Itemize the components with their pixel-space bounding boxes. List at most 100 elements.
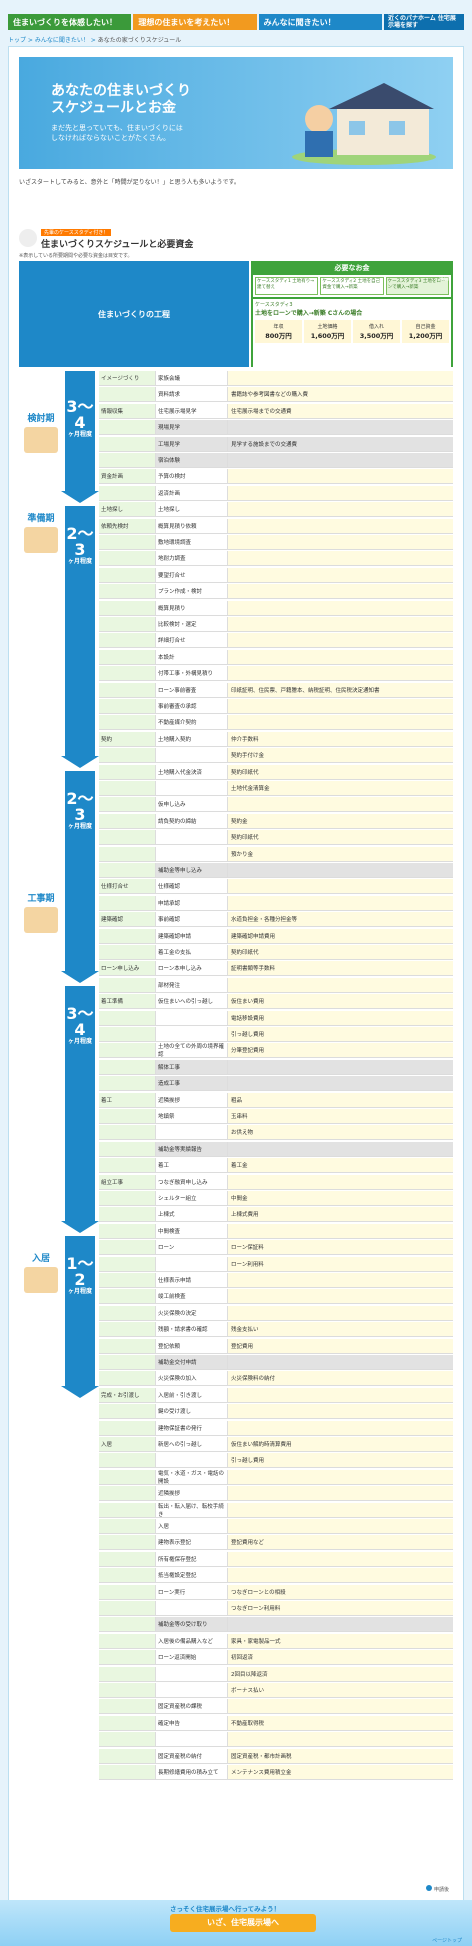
step-cell[interactable]: 抵当権設定登記 xyxy=(155,1568,227,1583)
nav-tab-ideal[interactable]: 理想の住まいを考えたい！ xyxy=(133,14,257,30)
step-cell[interactable]: 要望打合せ xyxy=(155,567,227,582)
step-cell[interactable]: 比較検討・選定 xyxy=(155,617,227,631)
step-cell[interactable]: 土地購入代金決済 xyxy=(155,764,227,779)
step-cell[interactable]: 固定資産税の納付 xyxy=(155,1748,227,1763)
step-cell[interactable]: 現場見学 xyxy=(155,420,227,435)
step-cell[interactable]: 火災保険の加入 xyxy=(155,1371,227,1386)
step-cell[interactable] xyxy=(155,1027,227,1041)
step-cell[interactable] xyxy=(155,1125,227,1140)
nav-find-showroom[interactable]: 近くのパナホーム 住宅展示場を探す xyxy=(383,14,464,30)
step-cell[interactable]: プラン作成・検討 xyxy=(155,584,227,599)
step-cell[interactable]: シェルター組立 xyxy=(155,1191,227,1205)
step-cell[interactable]: 近隣挨拶 xyxy=(155,1486,227,1501)
step-cell[interactable]: 敷地環境調査 xyxy=(155,535,227,549)
step-cell[interactable]: 土地探し xyxy=(155,502,227,517)
step-cell[interactable]: 家族会議 xyxy=(155,371,227,385)
step-cell[interactable]: ローン xyxy=(155,1240,227,1255)
category-cell xyxy=(99,830,155,845)
step-cell[interactable]: 入居 xyxy=(155,1519,227,1533)
step-cell[interactable] xyxy=(155,1601,227,1615)
case-tab-3[interactable]: ケーススタディ3 土地をローンで購入→新築 xyxy=(385,277,449,295)
step-cell[interactable]: 事前確認 xyxy=(155,912,227,927)
step-cell[interactable] xyxy=(155,1666,227,1681)
step-cell[interactable]: 地耐力調査 xyxy=(155,551,227,566)
step-cell[interactable]: 固定資産税の課税 xyxy=(155,1699,227,1714)
step-cell[interactable] xyxy=(155,830,227,845)
step-cell[interactable]: 仮申し込み xyxy=(155,797,227,812)
step-cell[interactable]: 土地購入契約 xyxy=(155,731,227,746)
step-cell[interactable] xyxy=(155,1256,227,1271)
step-cell[interactable]: 宿泊体験 xyxy=(155,453,227,467)
step-cell[interactable]: 転出・転入届け、転校手続き xyxy=(155,1502,227,1518)
step-cell[interactable]: 付帯工事・外構見積り xyxy=(155,666,227,681)
page-top-link[interactable]: ページトップ xyxy=(432,1938,462,1944)
step-cell[interactable]: 登記依頼 xyxy=(155,1338,227,1353)
breadcrumb-top[interactable]: トップ xyxy=(8,37,27,44)
step-cell[interactable] xyxy=(155,748,227,763)
step-cell[interactable]: つなぎ融資申し込み xyxy=(155,1174,227,1189)
step-cell[interactable] xyxy=(155,781,227,795)
step-cell[interactable]: 竣工前検査 xyxy=(155,1289,227,1304)
step-cell[interactable]: ローン返済開始 xyxy=(155,1650,227,1665)
step-cell[interactable]: 火災保険の決定 xyxy=(155,1305,227,1320)
step-cell[interactable]: 予算の検討 xyxy=(155,469,227,484)
step-cell[interactable]: 確定申告 xyxy=(155,1715,227,1730)
step-cell[interactable]: 概算見積り依頼 xyxy=(155,518,227,533)
step-cell[interactable]: 補助金等申し込み xyxy=(155,863,227,877)
step-cell[interactable]: 不動産媒介契約 xyxy=(155,715,227,730)
nav-tab-experience[interactable]: 住まいづくりを体感したい！ xyxy=(8,14,132,30)
step-cell[interactable]: 残額・請求書の確認 xyxy=(155,1322,227,1337)
step-cell[interactable]: 造成工事 xyxy=(155,1076,227,1091)
step-cell[interactable]: 詳細打合せ xyxy=(155,633,227,648)
go-showroom-button[interactable]: いざ、住宅展示場へ xyxy=(170,1914,316,1932)
step-cell[interactable]: 土地の全ての外周の境界確認 xyxy=(155,1043,227,1058)
step-cell[interactable]: 工場見学 xyxy=(155,436,227,451)
step-cell[interactable]: 仕様確認 xyxy=(155,879,227,894)
step-cell[interactable]: 補助金等実績報告 xyxy=(155,1141,227,1156)
step-cell[interactable] xyxy=(155,846,227,861)
step-cell[interactable]: 資料請求 xyxy=(155,387,227,402)
step-cell[interactable]: 入居後の備品購入など xyxy=(155,1633,227,1648)
step-cell[interactable]: 近隣挨拶 xyxy=(155,1092,227,1107)
step-cell[interactable]: 着工金の支払 xyxy=(155,945,227,959)
step-cell[interactable] xyxy=(155,1732,227,1747)
step-cell[interactable]: ローン実行 xyxy=(155,1584,227,1599)
step-cell[interactable]: 申請承認 xyxy=(155,895,227,910)
step-cell[interactable]: 概算見積り xyxy=(155,600,227,615)
step-cell[interactable]: 地鎮祭 xyxy=(155,1109,227,1123)
nav-tab-ask[interactable]: みんなに聞きたい！ xyxy=(258,14,382,30)
table-row: ローン事前審査印紙証明、住民票、戸籍謄本、納税証明、住民税決定通知書 xyxy=(99,682,453,698)
step-cell[interactable]: 所有権保存登記 xyxy=(155,1551,227,1566)
step-cell[interactable] xyxy=(155,1453,227,1468)
step-cell[interactable]: 解体工事 xyxy=(155,1059,227,1074)
step-cell[interactable]: 住宅展示場見学 xyxy=(155,403,227,418)
step-cell[interactable]: 建築確認申請 xyxy=(155,928,227,943)
step-cell[interactable]: 着工 xyxy=(155,1158,227,1173)
step-cell[interactable]: 建物保証書の発行 xyxy=(155,1420,227,1435)
step-cell[interactable]: 補助金等の受け取り xyxy=(155,1617,227,1632)
step-cell[interactable]: 仕様表示申請 xyxy=(155,1273,227,1287)
step-cell[interactable]: 長期修繕費用の積み立て xyxy=(155,1765,227,1779)
step-cell[interactable]: 返済計画 xyxy=(155,485,227,500)
step-cell[interactable]: ローン事前審査 xyxy=(155,682,227,697)
step-cell[interactable]: ローン本申し込み xyxy=(155,961,227,976)
step-cell[interactable]: 中間検査 xyxy=(155,1223,227,1238)
step-cell[interactable]: 本設計 xyxy=(155,649,227,664)
breadcrumb-ask[interactable]: みんなに聞きたい！ xyxy=(34,37,89,44)
case-tab-1[interactable]: ケーススタディ1 土地有り→建て替え xyxy=(255,277,319,295)
step-cell[interactable]: 電気・水道・ガス・電話の開設 xyxy=(155,1469,227,1485)
step-cell[interactable]: 請負契約の締結 xyxy=(155,813,227,828)
step-cell[interactable]: 新居への引っ越し xyxy=(155,1437,227,1451)
step-cell[interactable] xyxy=(155,1010,227,1025)
step-cell[interactable]: 仮住まいへの引っ越し xyxy=(155,994,227,1009)
expand-link[interactable]: 展開 xyxy=(438,276,449,282)
step-cell[interactable]: 建物表示登記 xyxy=(155,1535,227,1550)
step-cell[interactable]: 鍵の受け渡し xyxy=(155,1404,227,1419)
step-cell[interactable]: 入居前・引き渡し xyxy=(155,1387,227,1402)
step-cell[interactable]: 部材発注 xyxy=(155,977,227,992)
step-cell[interactable]: 事前審査の承認 xyxy=(155,699,227,713)
step-cell[interactable] xyxy=(155,1683,227,1697)
step-cell[interactable]: 上棟式 xyxy=(155,1207,227,1222)
step-cell[interactable]: 補助金交付申請 xyxy=(155,1355,227,1369)
case-tab-2[interactable]: ケーススタディ2 土地を自己資金で購入→新築 xyxy=(320,277,384,295)
